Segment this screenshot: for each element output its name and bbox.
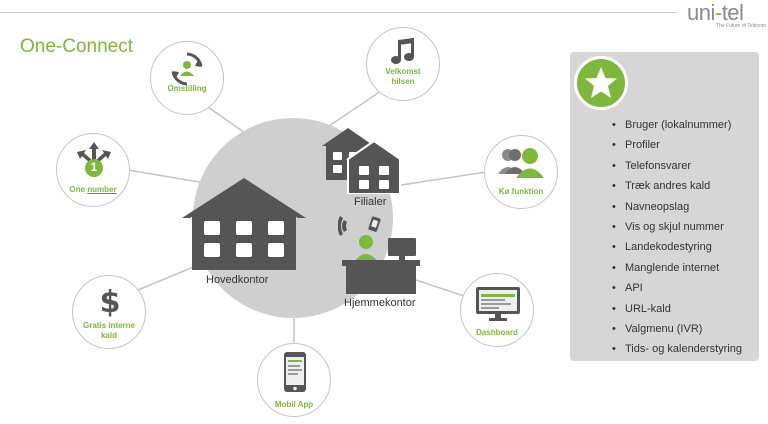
feature-item: Bruger (lokalnummer)	[610, 118, 742, 138]
dollar-icon: $	[100, 285, 121, 318]
feature-item: Profiler	[610, 138, 742, 158]
node-velkomst	[366, 27, 440, 101]
feature-item: Manglende internet	[610, 261, 742, 281]
node-koe	[484, 135, 558, 209]
main-office-icon	[182, 178, 306, 270]
branch-office-icon	[322, 128, 402, 194]
feature-item: Træk andres kald	[610, 179, 742, 199]
routing-arrows-icon	[77, 142, 111, 177]
label-branches: Filialer	[354, 196, 387, 208]
features-list: Bruger (lokalnummer) Profiler Telefonsva…	[610, 118, 742, 363]
node-dashboard	[460, 273, 534, 347]
feature-item: API	[610, 281, 742, 301]
feature-item: URL-kald	[610, 302, 742, 322]
node-gratis: $	[72, 275, 146, 349]
label-velkomst-2: hilsen	[391, 77, 415, 86]
connector-one-number	[127, 169, 206, 184]
feature-item: Telefonsvarer	[610, 159, 742, 179]
music-note-icon	[391, 38, 414, 64]
transfer-icon	[171, 52, 203, 86]
logo-tagline: The Future of Telecom	[716, 23, 766, 29]
node-one-number: 1	[56, 133, 130, 207]
label-koe: Kø funktion	[498, 187, 544, 196]
feature-item: Landekodestyring	[610, 240, 742, 260]
monitor-icon	[476, 287, 520, 321]
page-title: One-Connect	[20, 36, 134, 57]
feature-item: Navneopslag	[610, 200, 742, 220]
label-home-office: Hjemmekontor	[344, 297, 416, 309]
connector-koe	[394, 171, 487, 187]
label-velkomst-1: Velkomst	[385, 67, 421, 76]
svg-text:$: $	[100, 285, 121, 318]
star-badge	[574, 56, 628, 110]
label-one-number: One number	[69, 185, 117, 194]
star-icon	[585, 67, 617, 98]
smartphone-icon	[284, 352, 306, 392]
unitel-logo: uni-tel	[687, 0, 744, 25]
label-gratis-2: kald	[100, 331, 117, 340]
label-gratis-1: Gratis interne	[82, 321, 135, 330]
home-office-icon	[338, 216, 420, 294]
header-rule	[0, 12, 676, 13]
feature-item: Valgmenu (IVR)	[610, 322, 742, 342]
node-mobil	[257, 343, 331, 417]
node-omstilling	[150, 41, 224, 115]
label-dashboard: Dashboard	[476, 328, 518, 337]
label-omstilling: Omstilling	[167, 84, 207, 93]
feature-item: Tids- og kalenderstyring	[610, 342, 742, 362]
label-mobil: Mobil App	[274, 400, 314, 409]
label-main-office: Hovedkontor	[206, 274, 269, 286]
queue-people-icon	[498, 148, 544, 178]
feature-item: Vis og skjul nummer	[610, 220, 742, 240]
one-badge: 1	[90, 160, 98, 174]
